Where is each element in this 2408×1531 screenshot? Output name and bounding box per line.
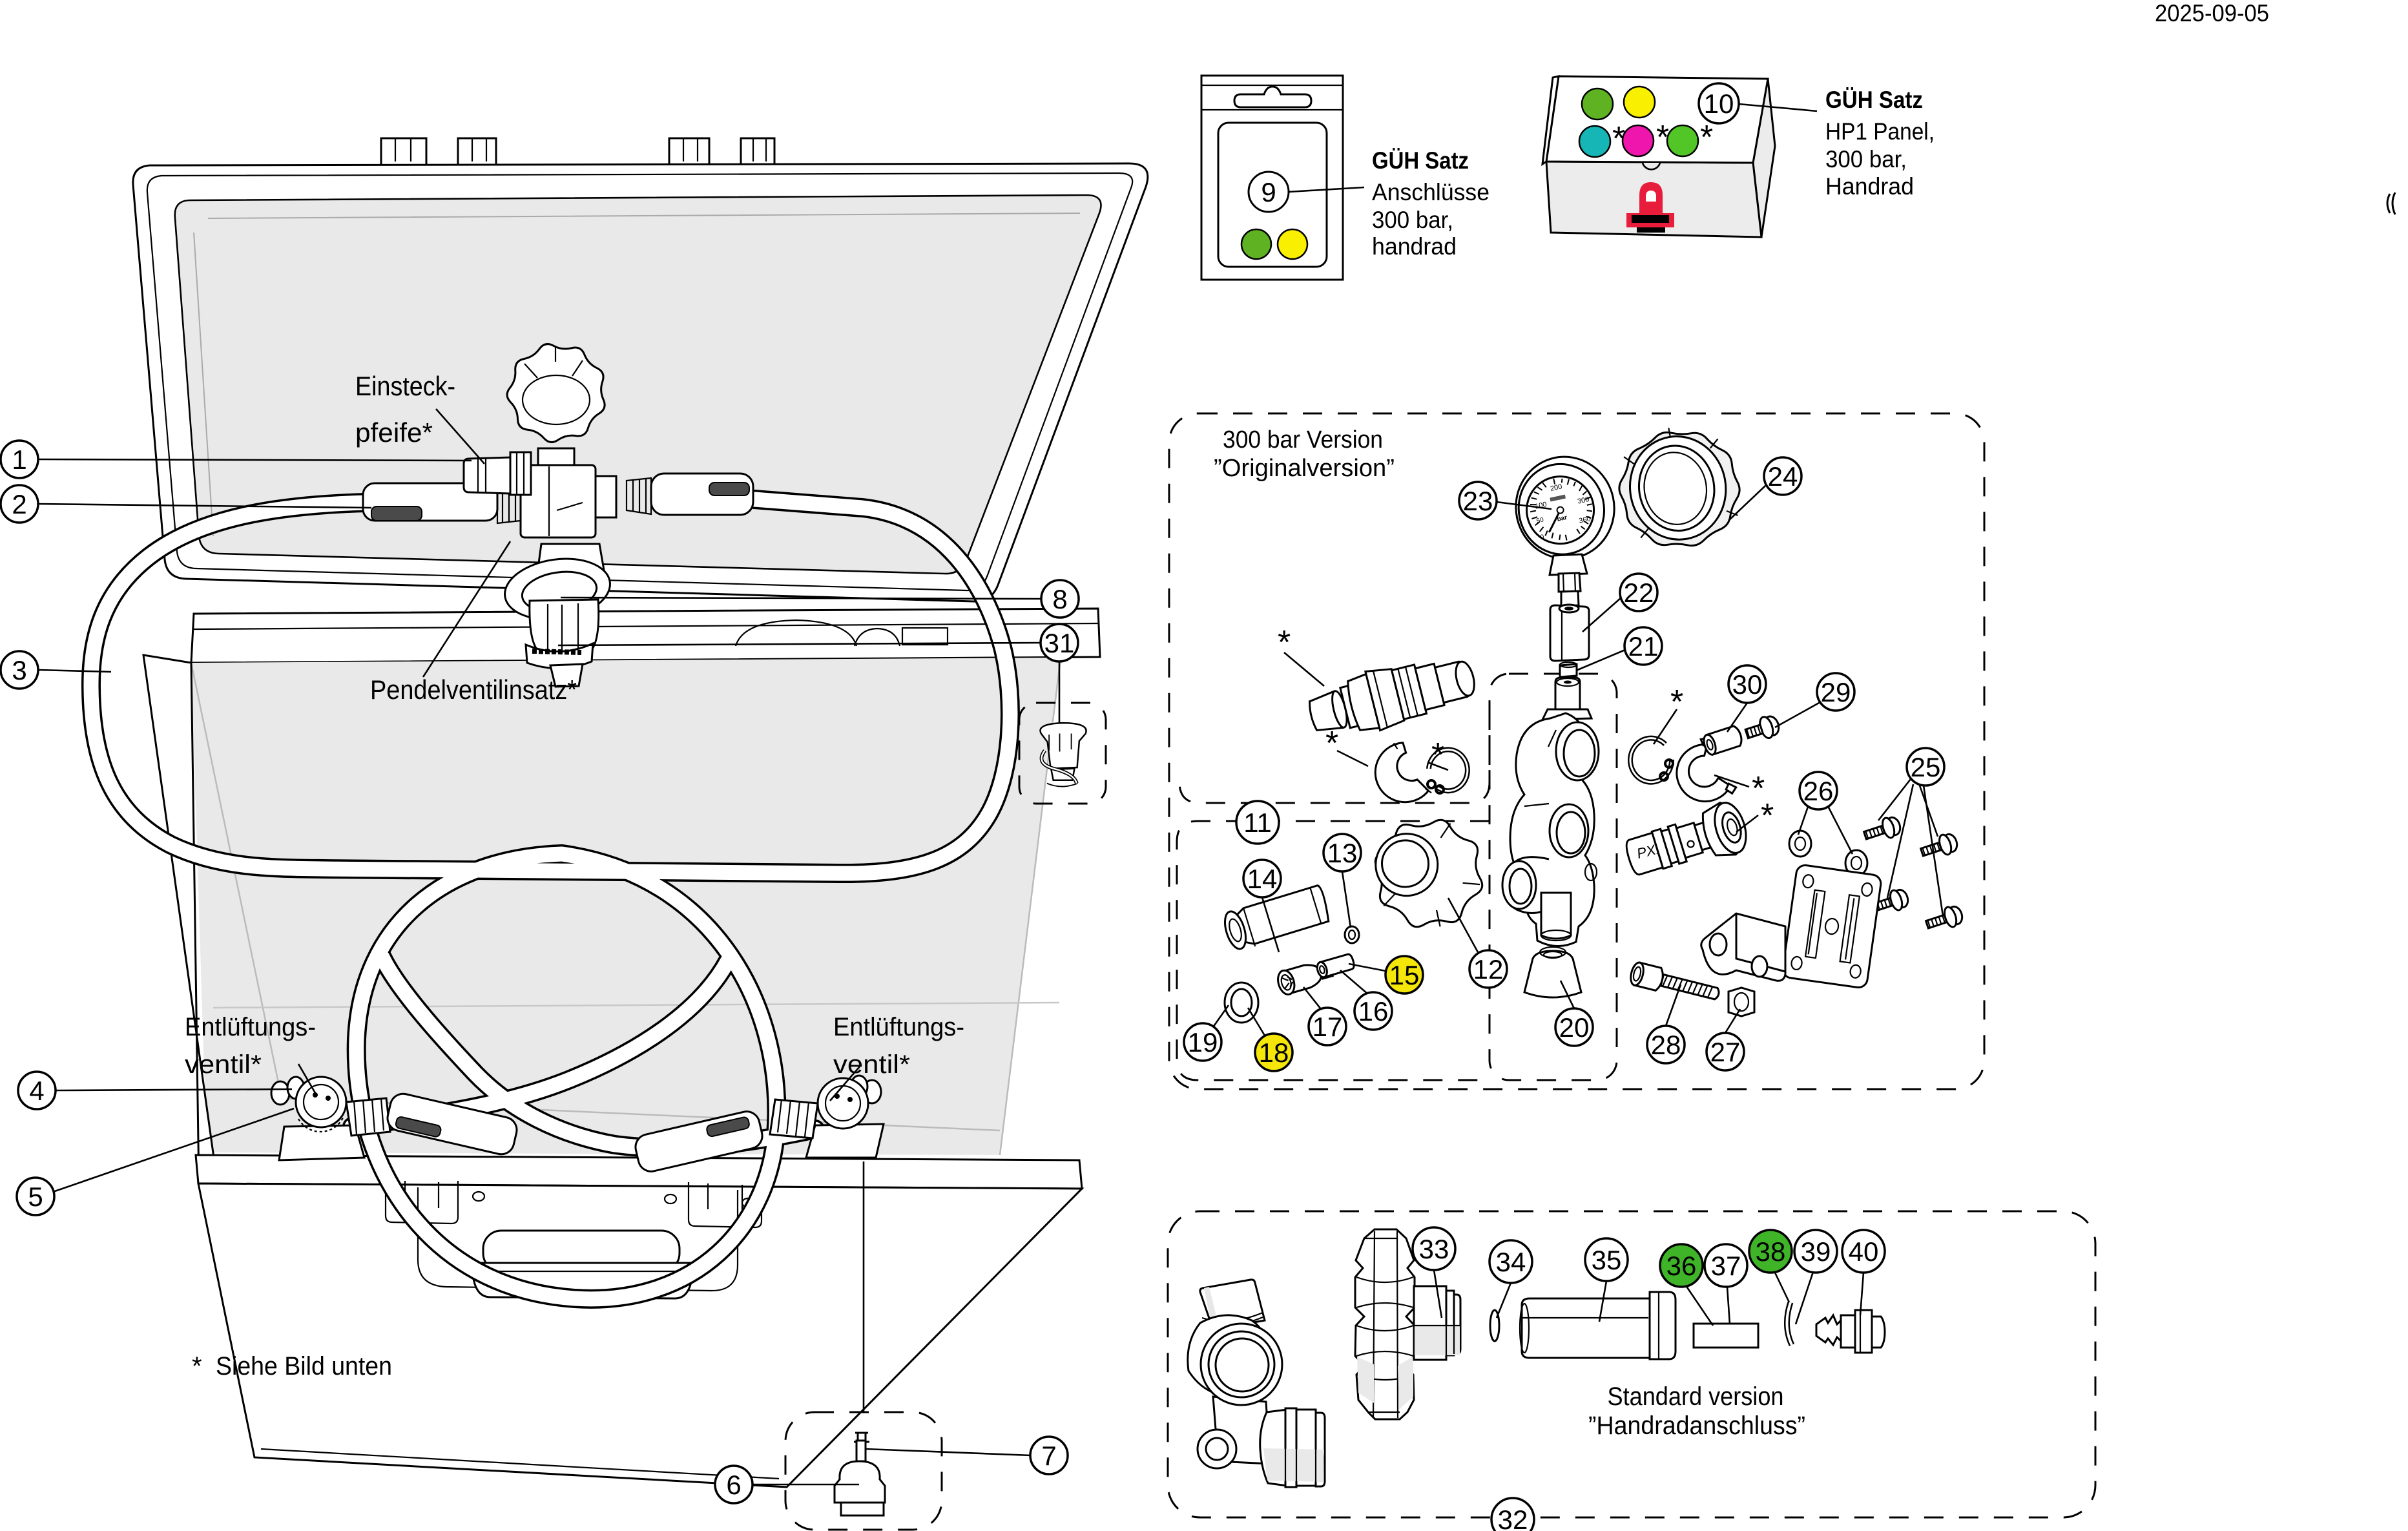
svg-text:17: 17 <box>1313 1012 1343 1042</box>
svg-text:25: 25 <box>1911 752 1941 782</box>
svg-text:ventil*: ventil* <box>185 1050 262 1079</box>
svg-text:*: * <box>1431 736 1444 774</box>
svg-text:19: 19 <box>1188 1027 1218 1057</box>
svg-text:14: 14 <box>1247 864 1278 894</box>
svg-text:31: 31 <box>1044 628 1075 658</box>
svg-text:300 bar,: 300 bar, <box>1825 146 1907 172</box>
svg-text:Siehe Bild unten: Siehe Bild unten <box>216 1352 392 1380</box>
svg-text:6: 6 <box>726 1470 741 1500</box>
svg-text:21: 21 <box>1628 631 1659 661</box>
svg-text:GÜH Satz: GÜH Satz <box>1825 87 1923 113</box>
svg-text:pfeife*: pfeife* <box>355 417 433 448</box>
svg-text:”Handradanschluss”: ”Handradanschluss” <box>1588 1411 1805 1440</box>
svg-text:11: 11 <box>1243 807 1272 838</box>
svg-text:*: * <box>1325 725 1338 762</box>
svg-text:7: 7 <box>1041 1441 1056 1471</box>
svg-text:Anschlüsse: Anschlüsse <box>1372 179 1489 205</box>
svg-text:ventil*: ventil* <box>833 1050 910 1079</box>
svg-text:39: 39 <box>1801 1236 1831 1267</box>
svg-text:12: 12 <box>1473 954 1504 984</box>
svg-text:handrad: handrad <box>1372 233 1457 260</box>
svg-text:4: 4 <box>29 1076 44 1106</box>
svg-text:*: * <box>1612 120 1625 158</box>
svg-text:22: 22 <box>1624 578 1654 608</box>
svg-text:”Originalversion”: ”Originalversion” <box>1214 455 1395 482</box>
svg-text:27: 27 <box>1710 1037 1741 1067</box>
svg-text:*: * <box>1656 119 1669 156</box>
svg-text:36: 36 <box>1666 1251 1697 1281</box>
svg-text:Entlüftungs-: Entlüftungs- <box>833 1013 964 1041</box>
svg-text:50: 50 <box>1536 516 1545 525</box>
svg-text:360: 360 <box>1578 515 1591 525</box>
svg-text:34: 34 <box>1496 1247 1526 1277</box>
svg-text:38: 38 <box>1756 1236 1786 1267</box>
svg-text:30: 30 <box>1732 669 1763 700</box>
svg-text:35: 35 <box>1592 1245 1622 1275</box>
svg-text:*: * <box>1278 624 1291 661</box>
svg-text:2025-09-05: 2025-09-05 <box>2155 0 2269 26</box>
svg-text:*: * <box>1761 797 1774 835</box>
svg-text:Handrad: Handrad <box>1825 173 1914 200</box>
svg-text:*: * <box>192 1352 202 1380</box>
svg-text:16: 16 <box>1358 996 1389 1026</box>
svg-text:40: 40 <box>1849 1236 1879 1267</box>
svg-text:29: 29 <box>1821 677 1851 707</box>
svg-text:20: 20 <box>1559 1012 1590 1043</box>
svg-text:300: 300 <box>1577 495 1590 506</box>
svg-text:0: 0 <box>1540 534 1545 541</box>
svg-text:8: 8 <box>1052 584 1067 614</box>
svg-text:10: 10 <box>1704 89 1734 119</box>
svg-text:37: 37 <box>1711 1251 1741 1281</box>
svg-text:300 bar,: 300 bar, <box>1372 207 1453 233</box>
svg-text:*: * <box>1752 770 1765 807</box>
svg-text:32: 32 <box>1498 1505 1528 1531</box>
svg-text:Standard version: Standard version <box>1608 1382 1784 1411</box>
svg-text:GÜH Satz: GÜH Satz <box>1372 147 1469 174</box>
svg-text:300 bar Version: 300 bar Version <box>1223 426 1383 453</box>
svg-text:*: * <box>1670 683 1683 721</box>
svg-text:Entlüftungs-: Entlüftungs- <box>185 1013 316 1041</box>
svg-text:3: 3 <box>12 655 26 685</box>
svg-text:24: 24 <box>1768 461 1798 492</box>
svg-text:5: 5 <box>28 1182 43 1212</box>
svg-text:9: 9 <box>1261 177 1276 207</box>
svg-text:200: 200 <box>1550 483 1562 493</box>
svg-text:23: 23 <box>1463 486 1493 516</box>
svg-text:28: 28 <box>1651 1030 1681 1060</box>
svg-text:33: 33 <box>1419 1234 1449 1264</box>
svg-text:13: 13 <box>1327 838 1358 868</box>
svg-text:15: 15 <box>1389 960 1420 990</box>
svg-text:Einsteck-: Einsteck- <box>355 371 455 401</box>
svg-text:HP1 Panel,: HP1 Panel, <box>1825 118 1935 145</box>
svg-text:*: * <box>1700 119 1713 156</box>
svg-text:bar: bar <box>1557 514 1568 523</box>
svg-text:1: 1 <box>12 444 26 475</box>
svg-text:2: 2 <box>12 489 26 519</box>
svg-text:Pendelventilinsatz*: Pendelventilinsatz* <box>370 674 577 705</box>
svg-text:18: 18 <box>1259 1037 1289 1068</box>
svg-text:26: 26 <box>1803 776 1834 806</box>
